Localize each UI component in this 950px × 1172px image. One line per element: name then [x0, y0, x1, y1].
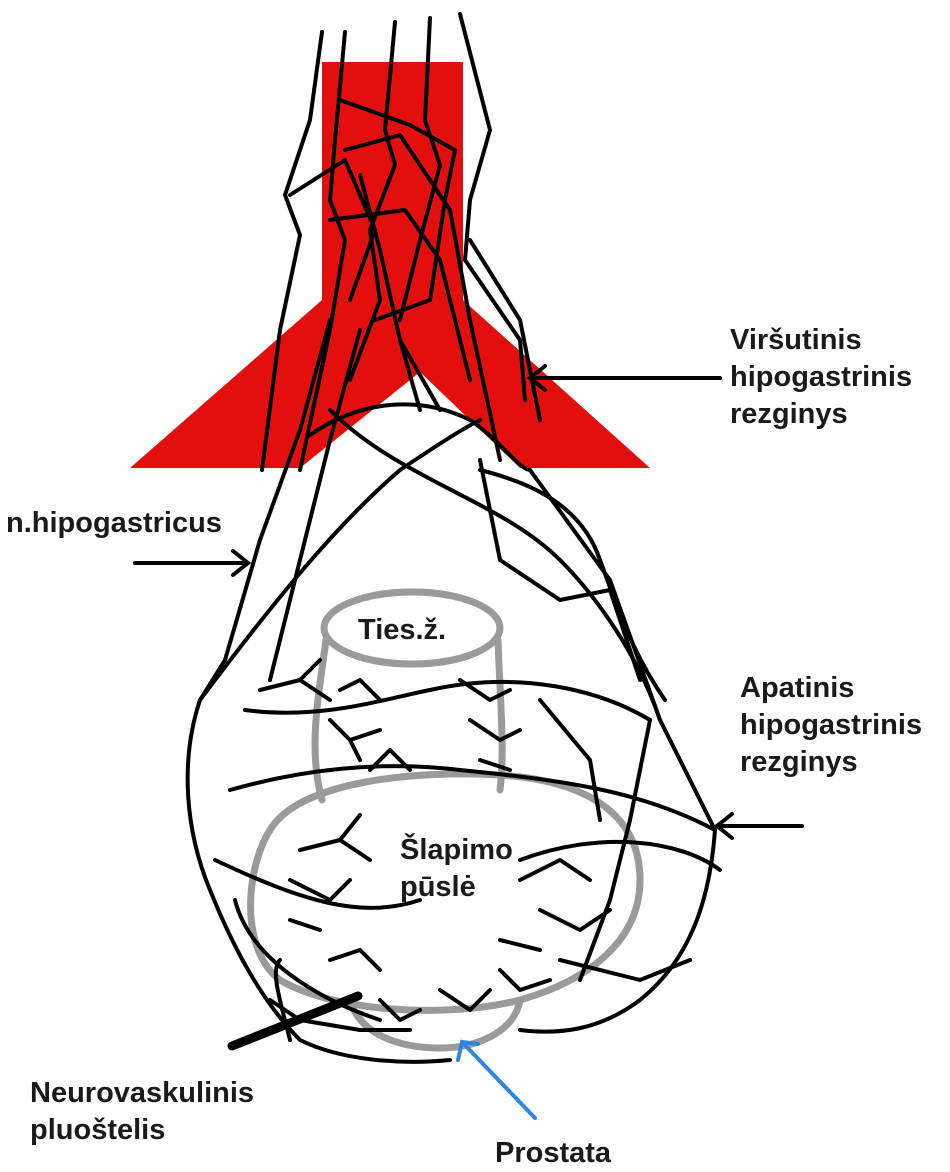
superior-hypogastric-plexus-label: Viršutinis hipogastrinis rezginys [730, 322, 912, 433]
bundle-line-2: pluoštelis [30, 1112, 254, 1149]
prostate-label: Prostata [495, 1135, 611, 1172]
inferior-plexus-line-3: rezginys [740, 744, 922, 781]
bundle-line-1: Neurovaskulinis [30, 1075, 254, 1112]
inferior-plexus-line-2: hipogastrinis [740, 707, 922, 744]
superior-plexus-line-3: rezginys [730, 396, 912, 433]
superior-hypogastric-plexus-shape [130, 62, 650, 468]
rectum-label: Ties.ž. [358, 612, 446, 649]
inferior-hypogastric-plexus-label: Apatinis hipogastrinis rezginys [740, 670, 922, 781]
bladder-label: Šlapimo pūslė [400, 832, 513, 906]
bladder-line-2: pūslė [400, 869, 513, 906]
neurovascular-bundle-pointer [232, 996, 358, 1046]
hypogastric-nerve-label: n.hipogastricus [6, 505, 222, 542]
neurovascular-bundle-label: Neurovaskulinis pluoštelis [30, 1075, 254, 1149]
superior-plexus-line-2: hipogastrinis [730, 359, 912, 396]
superior-plexus-line-1: Viršutinis [730, 322, 912, 359]
inferior-plexus-pointer [717, 814, 802, 838]
inferior-plexus-line-1: Apatinis [740, 670, 922, 707]
prostate-pointer [458, 1042, 535, 1118]
hypogastric-nerve-pointer [135, 551, 248, 575]
bladder-line-1: Šlapimo [400, 832, 513, 869]
